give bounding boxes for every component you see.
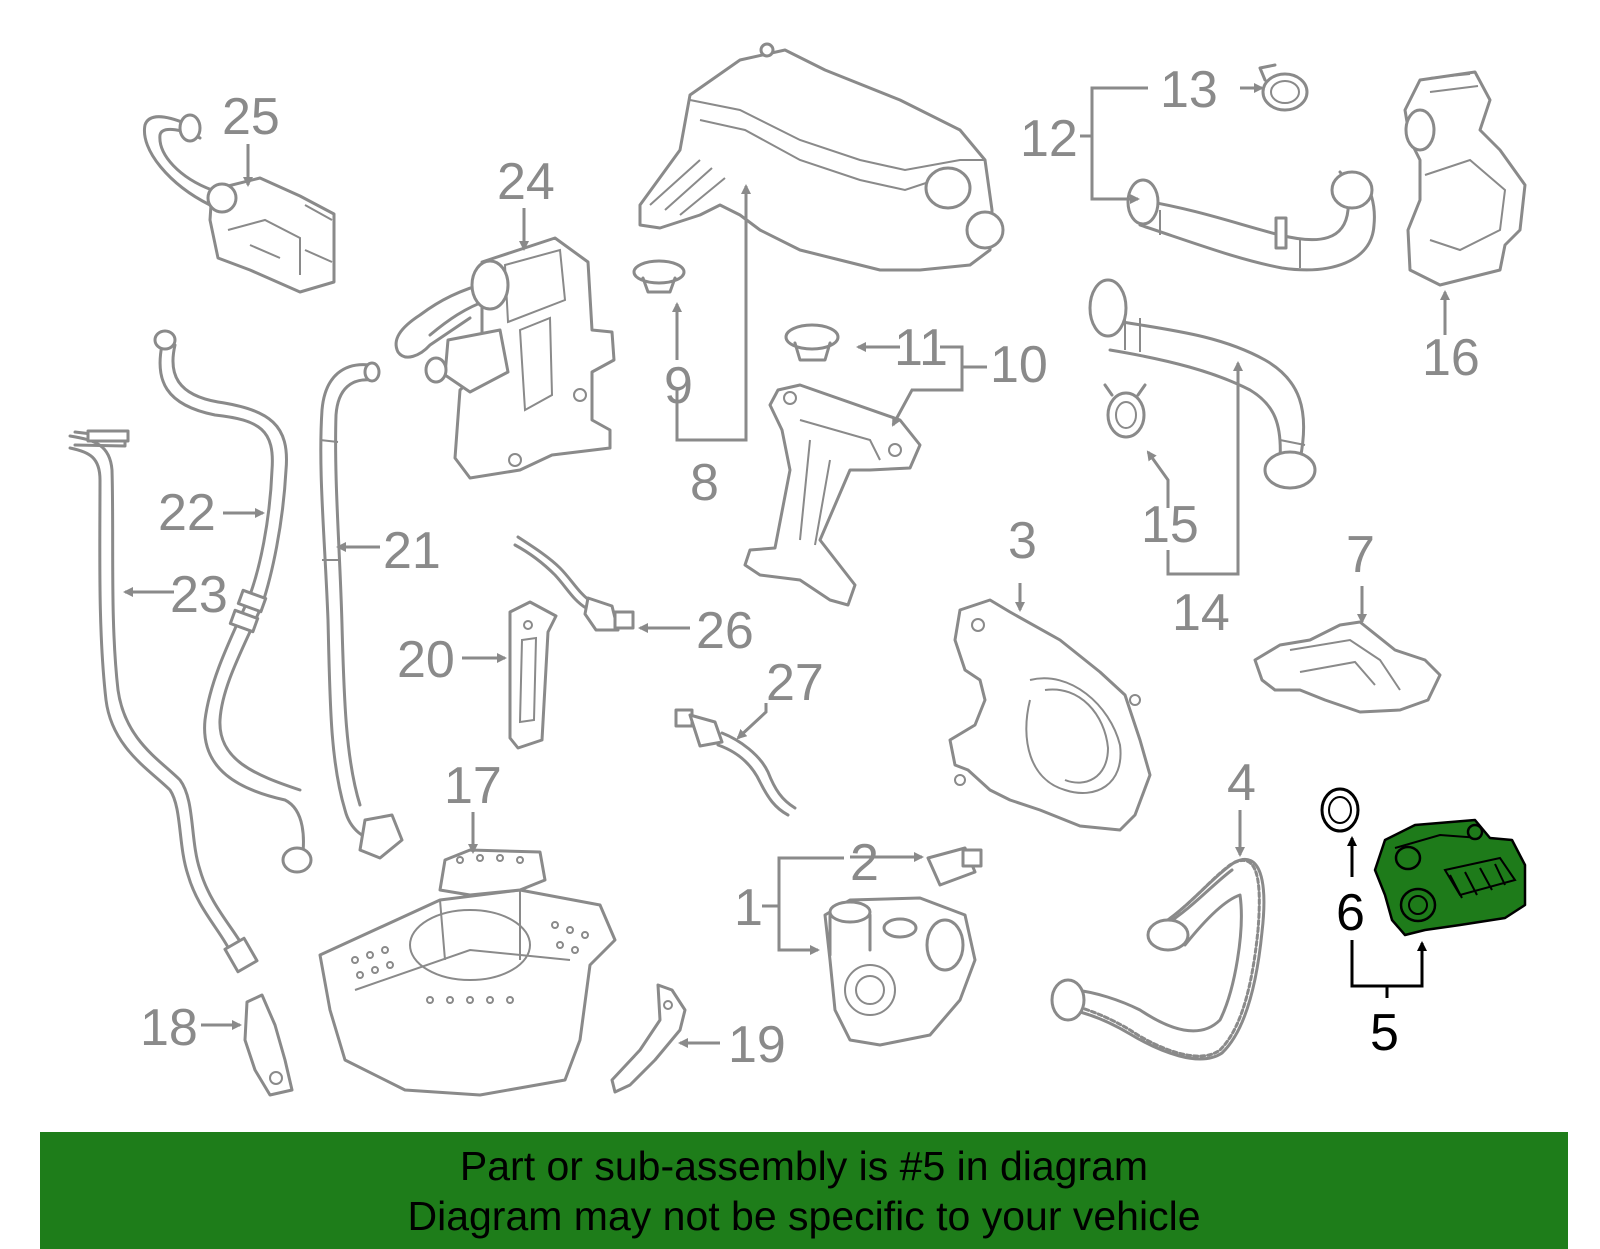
callout-14: 14 — [1172, 584, 1230, 642]
callout-3: 3 — [1008, 512, 1037, 570]
part-22-hose — [153, 329, 313, 874]
callout-26: 26 — [696, 602, 754, 660]
callout-1: 1 — [734, 879, 763, 937]
callout-23: 23 — [170, 566, 228, 624]
part-16-duct — [1403, 70, 1527, 287]
callout-24: 24 — [497, 153, 555, 211]
info-banner: Part or sub-assembly is #5 in diagram Di… — [40, 1132, 1568, 1249]
leader-lines — [123, 83, 1450, 1048]
part-14-hose — [1088, 278, 1317, 490]
callout-18: 18 — [140, 999, 198, 1057]
part-18-bracket — [243, 993, 294, 1097]
part-12-hose — [1126, 170, 1376, 272]
callout-8: 8 — [690, 454, 719, 512]
part-9-grommet — [632, 259, 686, 294]
callout-16: 16 — [1422, 329, 1480, 387]
part-8-housing — [638, 42, 1005, 272]
part-3-plate — [948, 598, 1152, 832]
part-19-bracket — [610, 983, 687, 1094]
banner-line-disclaimer: Diagram may not be specific to your vehi… — [407, 1193, 1201, 1239]
callout-10: 10 — [990, 336, 1048, 394]
part-4-hose — [1050, 858, 1266, 1061]
part-13-clamp — [1258, 63, 1309, 112]
part-15-clamp — [1103, 383, 1147, 439]
callout-15: 15 — [1141, 496, 1199, 554]
part-2-sensor — [926, 846, 983, 887]
callout-6: 6 — [1336, 884, 1365, 942]
part-21-hose — [319, 361, 404, 860]
banner-line-part: Part or sub-assembly is #5 in diagram — [459, 1143, 1149, 1189]
part-17-resonator — [318, 848, 617, 1097]
callout-25: 25 — [222, 88, 280, 146]
callout-7: 7 — [1346, 526, 1375, 584]
callout-12: 12 — [1020, 110, 1078, 168]
callout-labels: 25 24 9 8 11 10 12 13 16 15 14 7 3 4 22 … — [140, 61, 1480, 1074]
part-25-valve — [142, 113, 336, 294]
part-20-bracket — [508, 600, 558, 750]
callout-5: 5 — [1370, 1004, 1399, 1062]
part-24-valve-bracket — [394, 236, 616, 480]
part-26-sensor — [513, 535, 635, 632]
part-6-seal-ring — [1320, 787, 1360, 833]
part-10-bracket — [743, 383, 922, 607]
part-1-pump — [823, 896, 977, 1047]
callout-21: 21 — [383, 522, 441, 580]
part-11-grommet — [784, 323, 840, 362]
callout-13: 13 — [1160, 61, 1218, 119]
callout-4: 4 — [1227, 754, 1256, 812]
callout-22: 22 — [158, 484, 216, 542]
callout-19: 19 — [728, 1016, 786, 1074]
callout-17: 17 — [444, 757, 502, 815]
part-27-sensor — [674, 708, 797, 817]
part-7-shield — [1253, 620, 1442, 714]
callout-20: 20 — [397, 631, 455, 689]
callout-2: 2 — [850, 834, 879, 892]
callout-27: 27 — [766, 654, 824, 712]
part-5-highlighted-assembly — [1373, 818, 1527, 937]
part-23-hose — [68, 429, 259, 974]
callout-11: 11 — [894, 319, 948, 377]
callout-9: 9 — [664, 357, 693, 415]
